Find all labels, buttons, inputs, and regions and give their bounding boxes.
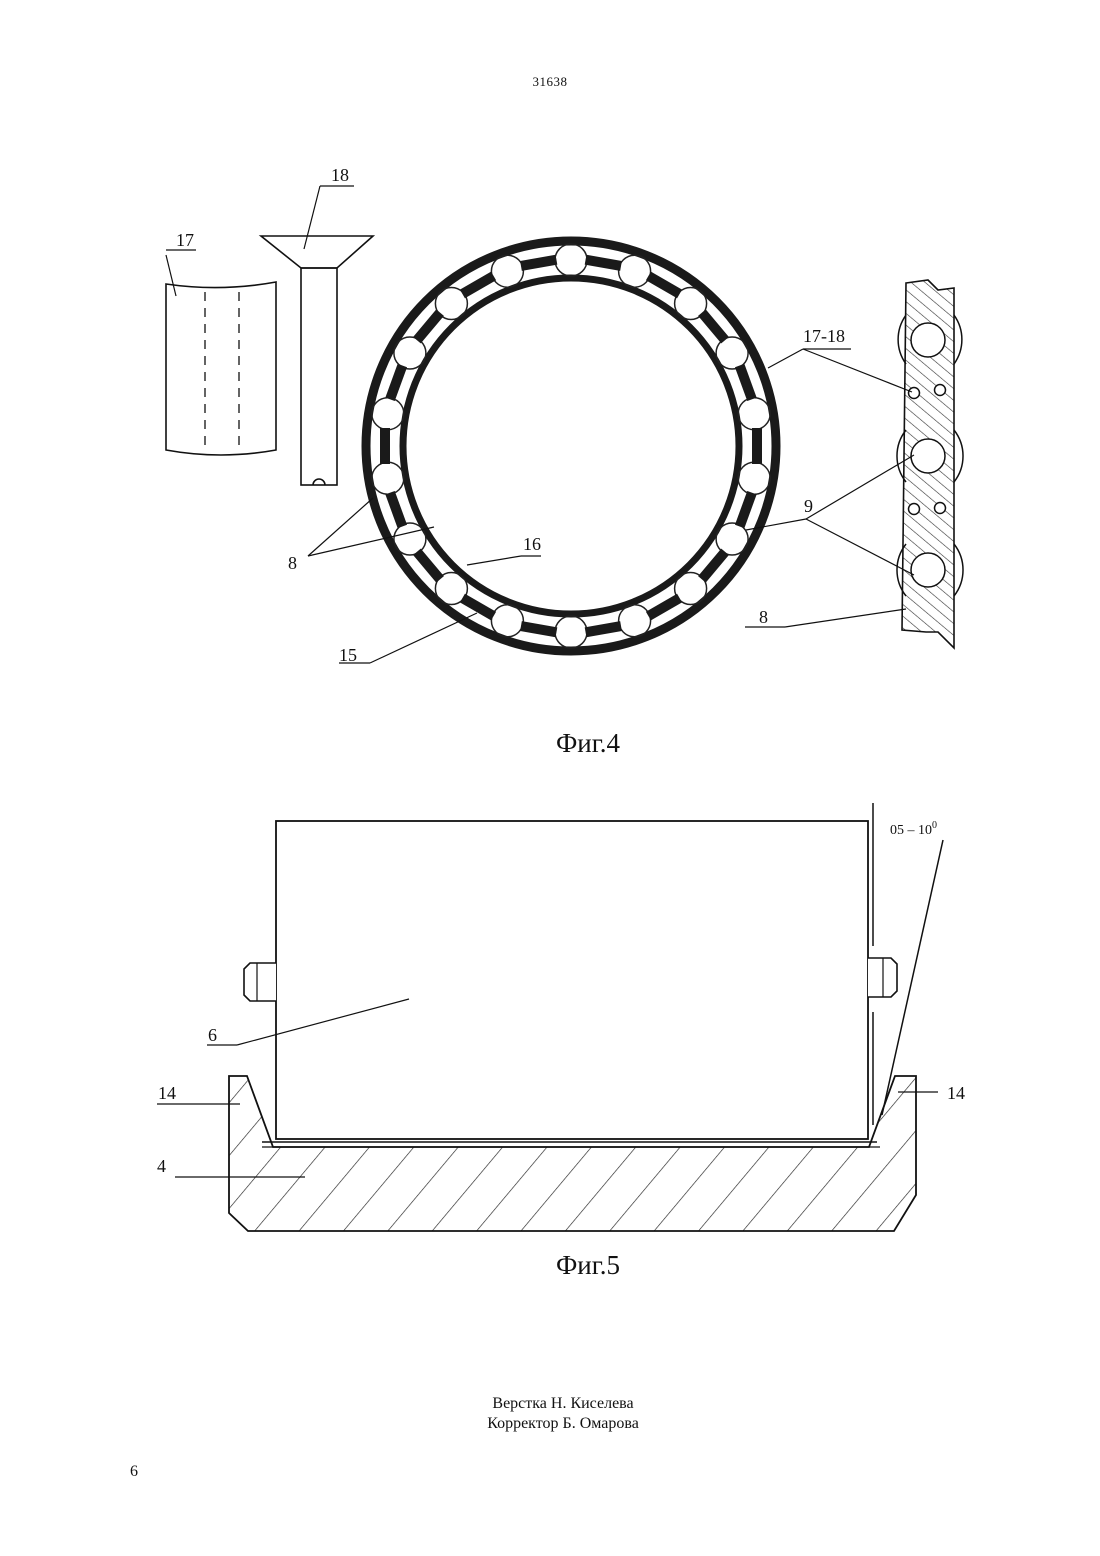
bearing-ball [555, 616, 587, 648]
label-8-left: 8 [288, 553, 297, 573]
label-8-right: 8 [759, 607, 768, 627]
bearing-separator [380, 428, 390, 464]
label-17: 17 [176, 230, 194, 250]
figure-4-caption: Фиг.4 [0, 728, 1100, 759]
bearing-ball [619, 255, 651, 287]
bearing-ball [619, 605, 651, 637]
label-16: 16 [523, 534, 541, 554]
credits-block: Верстка Н. Киселева Корректор Б. Омарова [0, 1394, 1100, 1434]
layout-credit: Верстка Н. Киселева [0, 1394, 1100, 1414]
left-shaft-stub [244, 963, 276, 1001]
label-17-18: 17-18 [803, 326, 845, 346]
bearing-separator [520, 621, 557, 637]
figure-5: 05 – 100 6 14 14 4 [157, 803, 965, 1231]
label-angle: 05 – 100 [890, 820, 937, 838]
figure-4: 17 18 [166, 165, 963, 665]
bearing-separator [585, 621, 622, 637]
part-6-cylinder [276, 821, 868, 1139]
bearing-separator [735, 364, 757, 401]
label-4: 4 [157, 1156, 166, 1176]
chain-detail [897, 280, 963, 648]
part-18-pin [261, 186, 373, 485]
bearing-separator [752, 428, 762, 464]
bearing-separator [585, 255, 622, 271]
part-17-plate [166, 250, 276, 455]
bearing-ball [738, 462, 770, 494]
bearing-ball [491, 255, 523, 287]
label-18: 18 [331, 165, 349, 185]
bearing-ball [555, 244, 587, 276]
proofreader-credit: Корректор Б. Омарова [0, 1414, 1100, 1434]
ring-bearing [366, 241, 776, 651]
page-number: 6 [130, 1463, 138, 1481]
figure-5-caption: Фиг.5 [0, 1250, 1100, 1281]
label-14-left: 14 [158, 1083, 176, 1103]
bearing-separator [385, 364, 407, 401]
bearing-separator [735, 491, 757, 528]
label-9: 9 [804, 496, 813, 516]
bearing-separator [385, 491, 407, 528]
bearing-ball [738, 398, 770, 430]
bearing-ball [372, 398, 404, 430]
label-14-right: 14 [947, 1083, 965, 1103]
bearing-ball [372, 462, 404, 494]
bearing-ball [491, 605, 523, 637]
label-6: 6 [208, 1025, 217, 1045]
label-15: 15 [339, 645, 357, 665]
bearing-separator [520, 255, 557, 271]
